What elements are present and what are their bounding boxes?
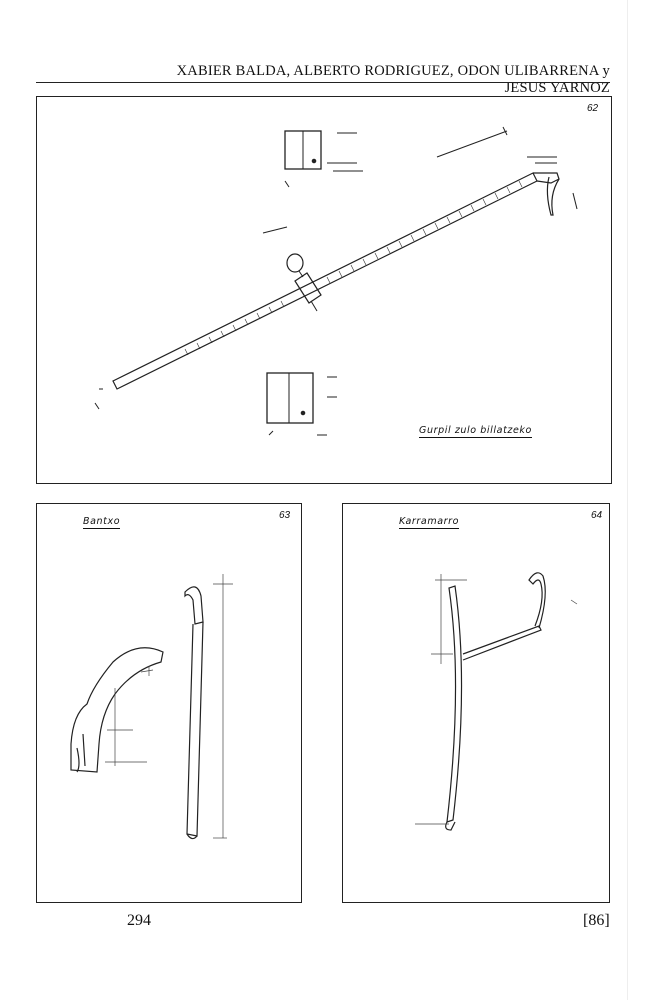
header-rule [36, 82, 610, 83]
margin-line [627, 0, 628, 1000]
running-header: XABIER BALDA, ALBERTO RODRIGUEZ, ODON UL… [176, 63, 610, 96]
figure-64-drawing [415, 572, 578, 831]
figure-62-number: 62 [587, 103, 599, 114]
figure-62-caption: Gurpil zulo billatzeko [419, 425, 532, 438]
figure-63-caption: Bantxo [83, 516, 121, 529]
figure-63-drawing [70, 574, 233, 840]
figure-64-caption: Karramarro [399, 516, 460, 529]
page-reference: [86] [583, 912, 610, 929]
figure-63-number: 63 [279, 510, 291, 521]
figure-62-panel: 62 [36, 96, 612, 484]
page-number: 294 [127, 912, 151, 929]
figure-64-panel: 64 Karramarro [342, 503, 610, 903]
figure-63-panel: 63 Bantxo [36, 503, 302, 903]
figure-64-number: 64 [591, 510, 603, 521]
figure-62-drawing [94, 126, 578, 436]
